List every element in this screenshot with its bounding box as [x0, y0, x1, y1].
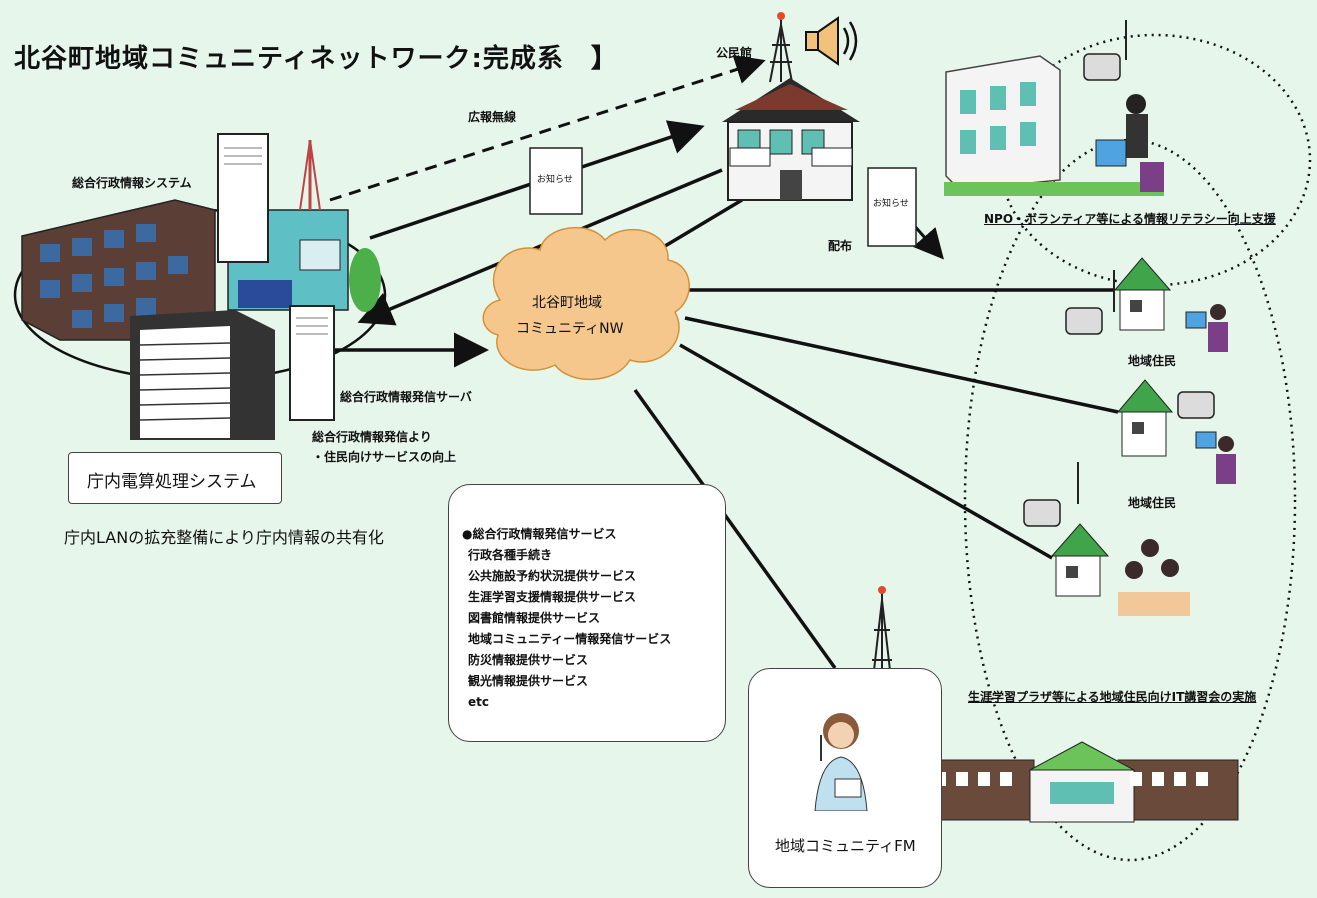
sogo-system-label: 総合行政情報システム [72, 176, 192, 190]
house-2-icon [1116, 379, 1236, 484]
cloud-label-line2: コミュニティNW [516, 321, 624, 337]
fm-announcer-icon [814, 713, 868, 811]
koho-musen-label: 広報無線 [468, 110, 517, 124]
kominkan-tower-icon [769, 12, 793, 83]
services-heading: ●総合行政情報発信サービス [462, 527, 617, 541]
chonai-system-box: 庁内電算処理システム [68, 452, 282, 504]
house-3-icon [1023, 462, 1190, 616]
link-cloud-to-house2 [684, 316, 1119, 414]
resident-label-1: 地域住民 [1128, 354, 1177, 368]
oshirase-document-2 [867, 167, 917, 247]
residents-group-ellipse [963, 138, 1297, 862]
service-item: 地域コミュニティー情報発信サービス [468, 632, 672, 646]
link-cloud-to-house3 [679, 343, 1053, 560]
server-note-line2: ・住民向けサービスの向上 [312, 450, 457, 464]
service-item: 公共施設予約状況提供サービス [468, 569, 637, 583]
resident-label-2: 地域住民 [1128, 496, 1177, 510]
community-nw-cloud-icon [482, 226, 690, 381]
kominkan-building-icon [722, 78, 860, 201]
npo-caption: NPO・ボランティア等による情報リテラシー向上支援 [984, 212, 1276, 226]
service-item: etc [468, 695, 489, 709]
services-box [448, 484, 726, 742]
service-item: 行政各種手続き [468, 548, 553, 562]
chonai-system-label: 庁内電算処理システム [87, 472, 257, 492]
plaza-caption: 生涯学習プラザ等による地域住民向けIT講習会の実施 [968, 690, 1257, 704]
service-item: 防災情報提供サービス [468, 653, 589, 667]
oshirase-label-1: お知らせ [537, 175, 573, 185]
diagram-title: 北谷町地域コミュニティネットワーク:完成系 】 [14, 44, 618, 74]
lan-note: 庁内LANの拡充整備により庁内情報の共有化 [64, 528, 384, 547]
oshirase-document-1 [529, 147, 583, 215]
hasshin-server-icon [289, 305, 335, 421]
office-tower-icon [130, 310, 275, 440]
services-list: ●総合行政情報発信サービス 行政各種手続き 公共施設予約状況提供サービス 生涯学… [462, 524, 671, 713]
haifu-label: 配布 [828, 239, 853, 253]
service-item: 観光情報提供サービス [468, 674, 589, 688]
radio-dashed-line [329, 55, 766, 202]
npo-building-icon [944, 20, 1164, 196]
sogo-server-icon [217, 133, 269, 263]
fm-label: 地域コミュニティFM [775, 837, 916, 855]
government-building-icon [21, 199, 216, 341]
plaza-building-icon [923, 741, 1239, 823]
kominkan-label: 公民館 [716, 46, 753, 60]
fm-box: 地域コミュニティFM [748, 668, 942, 888]
server-note-line1: 総合行政情報発信より [312, 430, 432, 444]
service-item: 生涯学習支援情報提供サービス [468, 590, 637, 604]
link-cloud-to-fm [633, 388, 837, 670]
speaker-icon [805, 16, 858, 66]
oshirase-label-2: お知らせ [873, 199, 909, 209]
service-item: 図書館情報提供サービス [468, 611, 601, 625]
npo-group-ellipse [998, 33, 1312, 287]
house-1-icon [1065, 257, 1228, 352]
cloud-label-line1: 北谷町地域 [532, 295, 602, 311]
server-label: 総合行政情報発信サーバ [340, 390, 472, 404]
